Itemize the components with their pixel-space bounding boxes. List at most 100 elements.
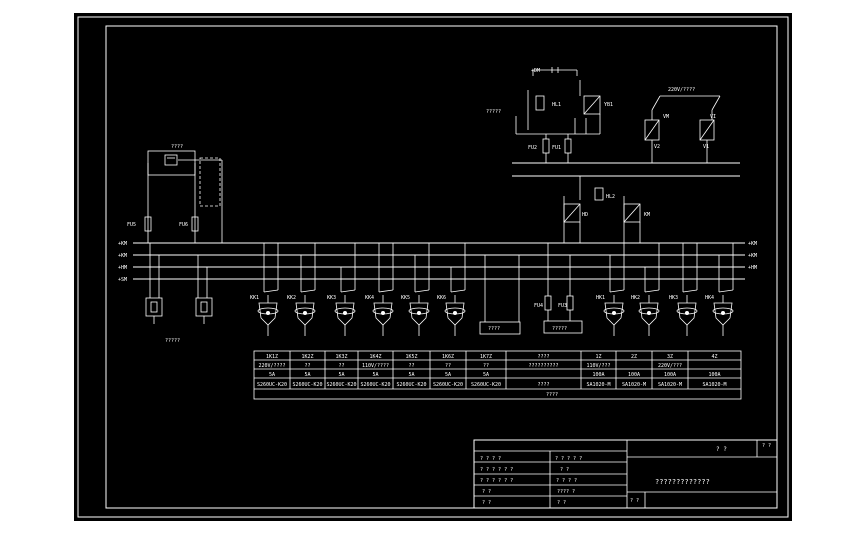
bus-label-4: +SM xyxy=(118,277,127,283)
table-cell-r3-c11: 100A xyxy=(664,372,676,378)
vi-label: VI xyxy=(710,114,716,120)
table-cell-r3-c2: 5A xyxy=(304,372,310,378)
feeder-right-label-1: HK1 xyxy=(596,295,605,301)
hd-label: HD xyxy=(582,212,588,218)
table-cell-r2-c4: 110V/???? xyxy=(362,363,389,369)
table-cell-r1-c7: 1K7Z xyxy=(480,354,492,360)
km-label: KM xyxy=(644,212,650,218)
title-bottom-left: ? ? xyxy=(630,498,639,504)
bus-label-3: +HM xyxy=(118,265,127,271)
table-cell-r2-c3: ?? xyxy=(338,363,344,369)
table-cell-r4-c5: S260UC-K20 xyxy=(396,382,426,388)
table-cell-r1-c10: 2Z xyxy=(631,354,637,360)
feeder-left-4: KK4 xyxy=(365,243,394,336)
drawing-name: ????????????? xyxy=(655,478,710,486)
table-cell-r4-c7: S260UC-K20 xyxy=(471,382,501,388)
table-cell-r3-c9: 100A xyxy=(592,372,604,378)
table-cell-r2-c6: ?? xyxy=(445,363,451,369)
table-cell-r2-c1: 220V/???? xyxy=(258,363,285,369)
bus-label-right-2: +KM xyxy=(748,253,757,259)
yb1-label: YB1 xyxy=(604,102,613,108)
title-corner: ? ? xyxy=(762,443,771,449)
fu4-label: FU4 xyxy=(534,303,543,309)
feeder-right-3: HK3 xyxy=(669,243,698,336)
table-cell-r2-c7: ?? xyxy=(483,363,489,369)
tb-left-3: ? ? ? ? ? ? xyxy=(480,478,513,484)
fuse-fu6-label: FU6 xyxy=(179,222,188,228)
v1-label: V1 xyxy=(703,144,709,150)
table-cell-r4-c11: SA1020-M xyxy=(658,382,682,388)
tb-mid-4: ???? ? xyxy=(557,489,575,495)
table-cell-r3-c3: 5A xyxy=(338,372,344,378)
table-cell-r1-c1: 1K1Z xyxy=(266,354,278,360)
table-cell-r4-c10: SA1020-M xyxy=(622,382,646,388)
table-cell-r4-c12: SA1020-M xyxy=(702,382,726,388)
table-cell-r4-c2: S260UC-K20 xyxy=(292,382,322,388)
fu3-label: FU3 xyxy=(558,303,567,309)
feeder-left-label-2: KK2 xyxy=(287,295,296,301)
left-bottom-note: ????? xyxy=(165,338,180,344)
box1-label: ???? xyxy=(488,326,500,332)
bus-label-1: +KM xyxy=(118,241,127,247)
table-cell-r1-c5: 1K5Z xyxy=(405,354,417,360)
feeder-left-5: KK5 xyxy=(401,243,430,336)
tb-left-4: ? ? xyxy=(482,489,491,495)
outer-border xyxy=(77,16,789,518)
table-cell-r1-c2: 1K2Z xyxy=(301,354,313,360)
top-left-note: ????? xyxy=(486,109,501,115)
table-cell-r1-c6: 1K6Z xyxy=(442,354,454,360)
feeder-left-1: KK1 xyxy=(250,243,279,336)
tb-mid-1: ? ? ? ? ? xyxy=(555,456,582,462)
v2-label: V2 xyxy=(654,144,660,150)
mid-right-relay-block xyxy=(563,176,641,243)
table-cell-r1-c8: ???? xyxy=(537,354,549,360)
table-cell-r4-c6: S260UC-K20 xyxy=(433,382,463,388)
feeder-right-label-3: HK3 xyxy=(669,295,678,301)
dc-bus-lines xyxy=(133,242,745,280)
table-cell-r1-c9: 1Z xyxy=(595,354,601,360)
table-cell-r4-c1: S260UC-K20 xyxy=(257,382,287,388)
feeder-left-label-5: KK5 xyxy=(401,295,410,301)
hl1-label: HL1 xyxy=(552,102,561,108)
bus-label-2: +KM xyxy=(118,253,127,259)
table-cell-r2-c11: 220V/??? xyxy=(658,363,682,369)
bus-label-right-3: +HM xyxy=(748,265,757,271)
title-block xyxy=(473,439,778,509)
table-cell-r3-c10: 100A xyxy=(628,372,640,378)
inner-border xyxy=(105,25,778,509)
flash-bus-label: +DM xyxy=(531,68,540,74)
table-cell-r2-c9: 110V/??? xyxy=(586,363,610,369)
tb-mid-5: ? ? xyxy=(557,500,566,506)
table-cell-r4-c8: ???? xyxy=(537,382,549,388)
table-cell-r3-c12: 100A xyxy=(708,372,720,378)
table-cell-r4-c9: SA1020-M xyxy=(586,382,610,388)
table-cell-r2-c8: ?????????? xyxy=(528,363,558,369)
fu1-label: FU1 xyxy=(552,145,561,151)
table-cell-r1-c11: 3Z xyxy=(667,354,673,360)
ac-supply-label: 220V/???? xyxy=(668,87,695,93)
bus-label-right-1: +KM xyxy=(748,241,757,247)
box2-label: ????? xyxy=(552,326,567,332)
table-cell-r2-c2: ?? xyxy=(304,363,310,369)
tb-mid-2: ? ? xyxy=(560,467,569,473)
left-supply-block xyxy=(144,150,223,324)
table-cell-r3-c4: 5A xyxy=(372,372,378,378)
fu2-label: FU2 xyxy=(528,145,537,151)
table-cell-r3-c7: 5A xyxy=(483,372,489,378)
feeder-left-label-1: KK1 xyxy=(250,295,259,301)
table-cell-r2-c5: ?? xyxy=(408,363,414,369)
table-cell-r3-c1: 5A xyxy=(269,372,275,378)
tb-left-2: ? ? ? ? ? ? xyxy=(480,467,513,473)
feeder-left-label-6: KK6 xyxy=(437,295,446,301)
tb-left-1: ? ? ? ? xyxy=(480,456,501,462)
hl2-label: HL2 xyxy=(606,194,615,200)
table-cell-r4-c3: S260UC-K20 xyxy=(326,382,356,388)
table-merged-cell: ???? xyxy=(546,392,558,398)
vm-label: VM xyxy=(663,114,669,120)
feeder-right-2: HK2 xyxy=(631,243,660,336)
table-cell-r1-c12: 4Z xyxy=(711,354,717,360)
